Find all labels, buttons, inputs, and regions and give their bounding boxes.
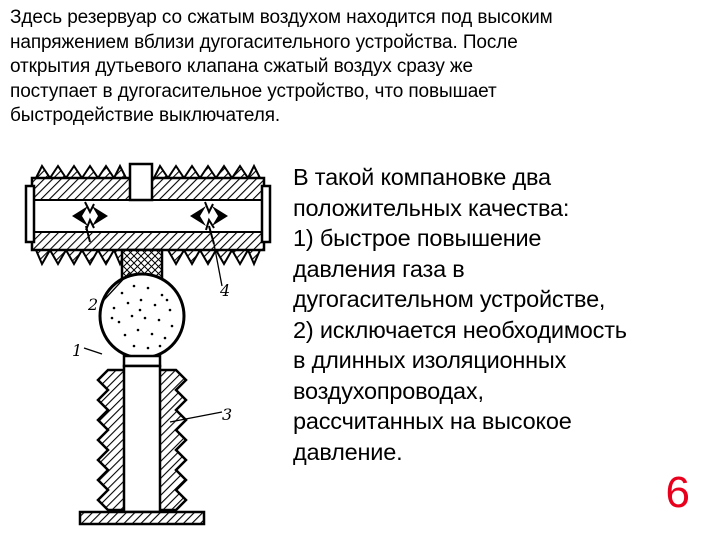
intro-paragraph: Здесь резервуар со сжатым воздухом наход… <box>10 6 715 129</box>
advantages-line: давление. <box>293 438 403 465</box>
advantages-line: положительных качества: <box>293 194 570 221</box>
intro-line: поступает в дугогасительное устройство, … <box>10 80 497 102</box>
label-2: 2 <box>87 295 98 314</box>
arc-contact-left <box>72 201 108 231</box>
arc-chamber <box>24 162 272 267</box>
advantages-line: в длинных изоляционных <box>293 347 567 373</box>
label-3: 3 <box>222 405 232 424</box>
support-insulator <box>78 354 206 526</box>
callouts <box>83 243 223 423</box>
advantages-line: 2) исключается необходимость <box>293 316 627 343</box>
advantages-list: В такой компановке два положительных кач… <box>293 162 713 467</box>
advantages-line: воздухопроводах, <box>293 377 484 404</box>
intro-line: быстродействие выключателя. <box>10 105 281 126</box>
advantages-line: 1) быстрое повышение <box>293 225 542 251</box>
intro-line: Здесь резервуар со сжатым воздухом наход… <box>10 7 553 28</box>
breaker-diagram: 2 1 3 4 <box>24 162 272 526</box>
intro-line: открытия дутьевого клапана сжатый воздух… <box>10 56 473 77</box>
advantages-line: рассчитанных на высокое <box>293 408 572 434</box>
air-reservoir <box>98 272 186 360</box>
arc-contact-right <box>190 201 228 245</box>
advantages-line: В такой компановке два <box>293 164 551 190</box>
intro-line: напряжением вблизи дугогасительного устр… <box>10 31 518 53</box>
label-1: 1 <box>72 341 82 360</box>
advantages-line: давления газа в <box>293 255 465 282</box>
advantages-line: дугогасительном устройстве, <box>293 286 606 312</box>
page-number: 6 <box>665 468 690 517</box>
label-4: 4 <box>219 281 230 300</box>
